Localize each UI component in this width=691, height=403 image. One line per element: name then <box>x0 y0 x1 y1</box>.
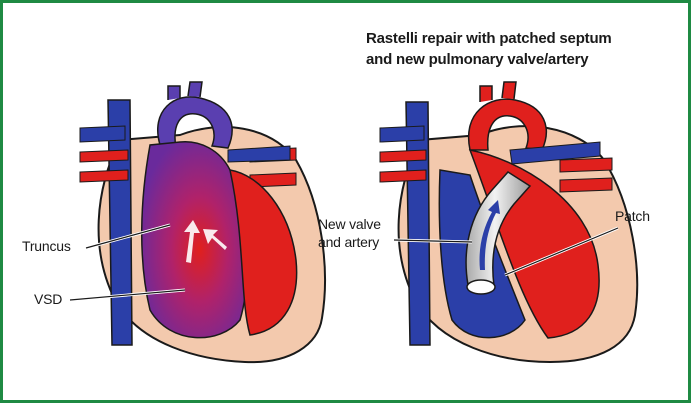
conduit-opening <box>467 280 495 294</box>
caption-line-1: Rastelli repair with patched septum <box>366 28 612 49</box>
label-new-valve-line-2: and artery <box>318 233 381 251</box>
label-new-valve-line-1: New valve <box>318 215 381 233</box>
diagram-caption: Rastelli repair with patched septum and … <box>366 28 612 70</box>
label-new-valve-and-artery: New valve and artery <box>318 215 381 251</box>
label-patch: Patch <box>615 208 650 224</box>
label-vsd: VSD <box>34 291 62 307</box>
left-heart <box>80 82 325 362</box>
right-heart <box>380 82 637 362</box>
label-truncus: Truncus <box>22 238 71 254</box>
caption-line-2: and new pulmonary valve/artery <box>366 49 612 70</box>
